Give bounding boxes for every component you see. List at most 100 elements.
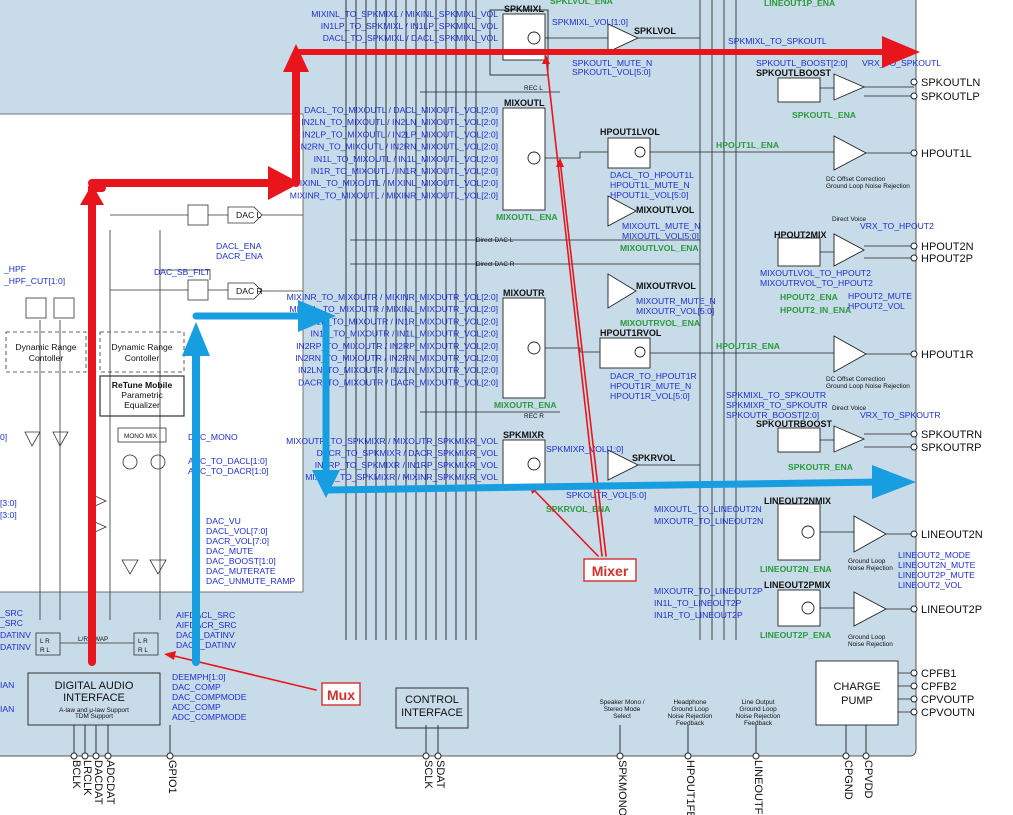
mixoutr-input-label: IN2RP_TO_MIXOUTR / IN2RP_MIXOUTR_VOL[2:0… bbox=[296, 341, 498, 351]
mixoutl-input-label: IN2RN_TO_MIXOUTL / IN2RN_MIXOUTL_VOL[2:0… bbox=[298, 142, 498, 152]
mono-mix-box bbox=[117, 427, 167, 443]
pin-dacdat bbox=[92, 752, 100, 760]
spkmixl-outer bbox=[489, 9, 549, 76]
ground-loop-label-p: Ground Loop bbox=[848, 634, 886, 641]
spkoutl-ctrl-label: SPKOUTL_VOL[5:0] bbox=[572, 67, 651, 77]
direct-dac-r-label: Direct DAC R bbox=[476, 261, 515, 268]
bottom-note: Feedback bbox=[676, 720, 705, 727]
aif-comp-label: DAC_COMPMODE bbox=[172, 692, 247, 702]
lr-mux-left bbox=[35, 632, 61, 656]
pin-label-hpout2p: HPOUT2P bbox=[921, 253, 973, 265]
pin-hpout1fb bbox=[684, 752, 692, 760]
bottom-note: Stereo Mode bbox=[604, 706, 641, 713]
dc-offset-label-left: DC Offset Correction bbox=[826, 176, 886, 183]
spkmixr-input-label: MIXINR_TO_SPKMIXR / MIXINR_SPKMIXR_VOL bbox=[305, 472, 498, 482]
spkoutl-amp bbox=[833, 73, 866, 101]
spkoutl-ctrl-label: SPKOUTL_MUTE_N bbox=[572, 58, 652, 68]
pin-lineout2n bbox=[910, 530, 918, 538]
spklvol-title: SPKLVOL bbox=[634, 26, 676, 36]
hpout1r-ctrl-label: HPOUT1R_MUTE_N bbox=[610, 381, 691, 391]
mixoutl-input-label: IN2LP_TO_MIXOUTL / IN2LP_MIXOUTL_VOL[2:0… bbox=[302, 129, 498, 139]
mixoutl-vol-ctrl-label: MIXOUTL_MUTE_N bbox=[622, 221, 700, 231]
pin-label-cpfb2: CPFB2 bbox=[921, 681, 956, 693]
lineout2p-input-label: IN1L_TO_LINEOUT2P bbox=[654, 598, 742, 608]
pin-spkoutrn bbox=[910, 430, 918, 438]
control-box bbox=[395, 687, 469, 729]
sum-node-2 bbox=[150, 454, 166, 470]
dac-ctrl-label: DAC_MUTE bbox=[206, 546, 254, 556]
pin-lrclk bbox=[81, 752, 89, 760]
aif-comp-label: ADC_COMPMODE bbox=[172, 712, 247, 722]
dai-box bbox=[27, 672, 161, 726]
drc-left-label: Contoller bbox=[29, 353, 64, 363]
hpout2-ctrl-label: MIXOUTRVOL_TO_HPOUT2 bbox=[760, 278, 873, 288]
bottom-note: Noise Rejection bbox=[668, 713, 713, 720]
dc-offset-label-left: Ground Loop Noise Rejection bbox=[826, 183, 910, 190]
pins-right: SPKOUTLNSPKOUTLPHPOUT1LHPOUT2NHPOUT2PHPO… bbox=[910, 77, 983, 719]
lineout2pmix-title: LINEOUT2PMIX bbox=[764, 580, 831, 590]
left-core bbox=[5, 204, 469, 729]
spklvol-ena-label: SPKLVOL_ENA bbox=[550, 0, 613, 6]
bottom-note: Speaker Mono / bbox=[599, 699, 644, 706]
dc-offset-label-right: DC Offset Correction bbox=[826, 376, 886, 383]
pin-label-cpfb1: CPFB1 bbox=[921, 668, 956, 680]
aif-ctrl-label: AIFDACL_SRC bbox=[176, 610, 235, 620]
pin-cpfb1 bbox=[910, 669, 918, 677]
pin-label-cpgnd: CPGND bbox=[842, 760, 854, 800]
block-titles: SPKMIXL SPKLVOL SPKOUTLBOOST MIXOUTL HPO… bbox=[78, 4, 833, 643]
pin-adcdat bbox=[104, 752, 112, 760]
charge-pump-box bbox=[815, 660, 899, 726]
spkrvol-amp bbox=[607, 449, 640, 481]
spkoutlboost-title: SPKOUTLBOOST bbox=[756, 68, 832, 78]
aif-comp-label: DEEMPH[1:0] bbox=[172, 672, 226, 682]
spkoutr-ctrl-label: SPKOUTR_BOOST[2:0] bbox=[726, 410, 819, 420]
mixoutl-vol-ctrl-label: MIXOUTL_VOL[5:0] bbox=[622, 231, 699, 241]
hpout1l-ctrl-label: HPOUT1L_VOL[5:0] bbox=[610, 190, 688, 200]
pin-label-hpout1r: HPOUT1R bbox=[921, 349, 974, 361]
dac-ctrl-label: DACL_VOL[7:0] bbox=[206, 526, 268, 536]
mixoutl-input-label: MIXINR_TO_MIXOUTL / MIXINR_MIXOUTL_VOL[2… bbox=[290, 190, 498, 200]
mixoutr-input-label: DACR_TO_MIXOUTR / DACR_MIXOUTR_VOL[2:0] bbox=[298, 377, 498, 387]
hpout1rvol-title: HPOUT1RVOL bbox=[600, 328, 662, 338]
mixoutl-ena-label: MIXOUTL_ENA bbox=[496, 212, 558, 222]
pin-spkoutlp bbox=[910, 92, 918, 100]
hpout2-ctrl-label: MIXOUTLVOL_TO_HPOUT2 bbox=[760, 268, 871, 278]
pin-cpgnd bbox=[842, 752, 850, 760]
mixoutrvol-amp bbox=[607, 273, 637, 309]
pin-lineout2p bbox=[910, 605, 918, 613]
mixoutr-input-label: IN1L_TO_MIXOUTR / IN1L_MIXOUTR_VOL[2:0] bbox=[310, 329, 498, 339]
pin-cpfb2 bbox=[910, 682, 918, 690]
left-clipped-label: _SRC bbox=[0, 618, 23, 628]
spkoutr-amp bbox=[833, 425, 866, 453]
dac-sb-filt-label: DAC_SB_FILT bbox=[154, 267, 211, 277]
mixoutr-vol-ctrl-label: MIXOUTR_MUTE_N bbox=[636, 296, 716, 306]
vrx-to-spkoutr-label: VRX_TO_SPKOUTR bbox=[860, 410, 941, 420]
pin-label-dacdat: DACDAT bbox=[92, 760, 104, 805]
dac-ctrl-label: DAC_MUTERATE bbox=[206, 566, 276, 576]
lr-mux-right-text: L R bbox=[138, 638, 148, 645]
spkoutl-boost-label: SPKOUTL_BOOST[2:0] bbox=[756, 58, 848, 68]
pin-label-hpout2n: HPOUT2N bbox=[921, 241, 974, 253]
pin-label-hpout1fb: HPOUT1FB bbox=[684, 760, 696, 815]
ground-loop-label-p: Noise Rejection bbox=[848, 641, 893, 648]
spkmixl-vol-label: SPKMIXL_VOL[1:0] bbox=[552, 17, 628, 27]
retune-label: Parametric bbox=[121, 390, 163, 400]
mixoutr-ena-label: MIXOUTR_ENA bbox=[494, 400, 557, 410]
lineout2n-input-label: MIXOUTL_TO_LINEOUT2N bbox=[654, 504, 762, 514]
direct-voice-label-bottom: Direct Voice bbox=[832, 405, 867, 412]
bottom-note: Ground Loop bbox=[739, 706, 777, 713]
sum-node-1 bbox=[122, 454, 138, 470]
aif-ctrl-label: AIFDACR_SRC bbox=[176, 620, 237, 630]
lineout2p-amp bbox=[853, 591, 887, 627]
hpout1l-ctrl-label: HPOUT1L_MUTE_N bbox=[610, 180, 690, 190]
left-clipped-label: [3:0] bbox=[0, 498, 17, 508]
pin-label-spkoutrn: SPKOUTRN bbox=[921, 429, 982, 441]
mixoutl-title: MIXOUTL bbox=[504, 98, 545, 108]
dac-r-shape bbox=[227, 282, 263, 300]
dac-l-label: DAC L bbox=[236, 210, 262, 220]
hpout1r-ena-label: HPOUT1R_ENA bbox=[716, 341, 780, 351]
lineout2-ctrl-label: LINEOUT2N_MUTE bbox=[898, 560, 976, 570]
hpout2-ena-label: HPOUT2_ENA bbox=[780, 292, 838, 302]
charge-pump-label: PUMP bbox=[841, 695, 873, 707]
mixoutl-input-label: IN1R_TO_MIXOUTL / IN1R_MIXOUTL_VOL[2:0] bbox=[311, 166, 498, 176]
